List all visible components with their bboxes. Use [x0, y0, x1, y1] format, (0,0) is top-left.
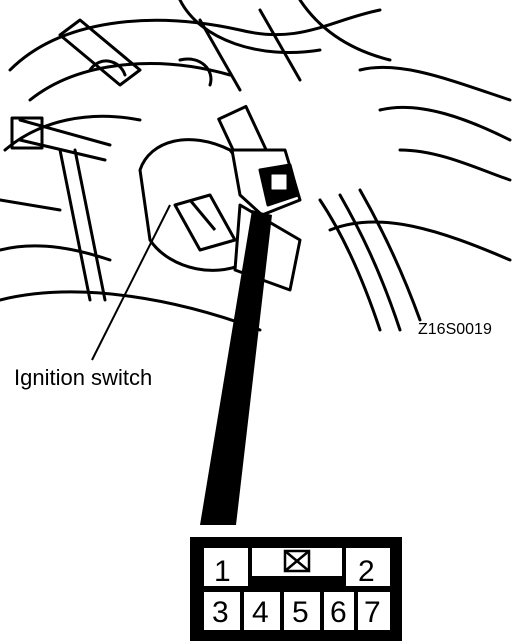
pin-2-label: 2 [358, 555, 375, 588]
pin-7-label: 7 [364, 596, 381, 629]
connector-pointer [200, 210, 272, 525]
blank-cavity-x-icon [283, 549, 311, 573]
ignition-switch-label: Ignition switch [14, 365, 152, 390]
pin-1-label: 1 [214, 555, 231, 588]
pin-4-label: 4 [252, 596, 269, 629]
figure-code: Z16S0019 [418, 321, 492, 338]
ignition-switch-body [138, 104, 273, 272]
pin-6-label: 6 [330, 596, 347, 629]
connector-face [190, 537, 402, 641]
column-illustration [0, 0, 512, 332]
callout-leader-line [91, 204, 171, 361]
pin-3-label: 3 [212, 596, 229, 629]
pin-5-label: 5 [292, 596, 309, 629]
